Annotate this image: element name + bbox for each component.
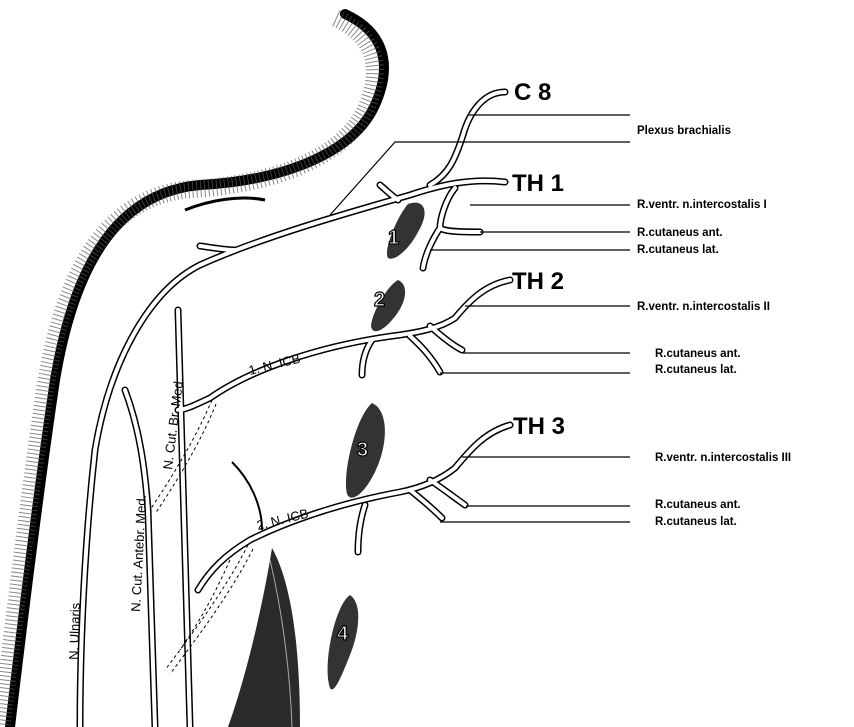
rib-number-1: 1 (388, 227, 399, 249)
axilla-shading (228, 548, 300, 727)
root-label-c8: C 8 (514, 79, 551, 106)
rib-number-2: 2 (374, 289, 385, 311)
label-th1-cutaneus-ant: R.cutaneus ant. (637, 227, 723, 239)
root-label-th1: TH 1 (512, 170, 564, 197)
label-th3-cutaneus-lat: R.cutaneus lat. (655, 516, 737, 528)
root-label-th3: TH 3 (513, 413, 565, 440)
label-1-n-icb: 1. N. ICB (247, 351, 302, 378)
label-th1-cutaneus-lat: R.cutaneus lat. (637, 244, 719, 256)
root-label-th2: TH 2 (512, 268, 564, 295)
nerves (80, 92, 510, 727)
rib-number-4: 4 (337, 623, 349, 645)
label-th2-cutaneus-lat: R.cutaneus lat. (655, 364, 737, 376)
label-th2-cutaneus-ant: R.cutaneus ant. (655, 348, 741, 360)
label-th2-ventral-branch: R.ventr. n.intercostalis II (637, 301, 770, 313)
label-th1-ventral-branch: R.ventr. n.intercostalis I (637, 199, 767, 211)
label-n-cut-antebr-med: N. Cut. Antebr. Med. (128, 494, 149, 612)
body-outline (1, 14, 384, 727)
label-th3-cutaneus-ant: R.cutaneus ant. (655, 499, 741, 511)
label-n-ulnaris: N. Ulnaris (66, 602, 83, 660)
rib-number-3: 3 (357, 439, 368, 461)
label-th3-ventral-branch: R.ventr. n.intercostalis III (655, 452, 791, 464)
label-plexus-brachialis: Plexus brachialis (637, 125, 731, 137)
